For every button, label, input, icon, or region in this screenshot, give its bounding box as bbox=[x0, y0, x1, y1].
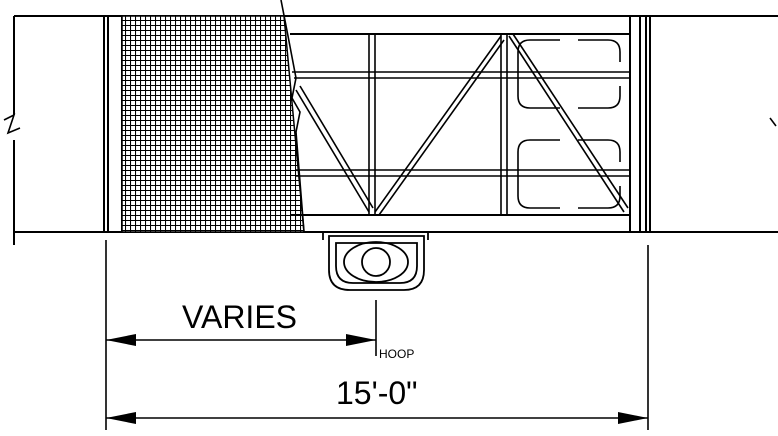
dimension-total bbox=[106, 412, 648, 424]
hoop-label: HOOP bbox=[379, 347, 414, 361]
inset-openings bbox=[517, 39, 621, 209]
edge-mark-right bbox=[769, 117, 777, 127]
hoop-pipe bbox=[322, 232, 429, 291]
varies-label: VARIES bbox=[182, 299, 297, 335]
truss-frame bbox=[290, 16, 651, 232]
grating-hatch bbox=[121, 15, 305, 233]
truss-chords bbox=[292, 71, 630, 177]
extension-lines bbox=[105, 240, 649, 430]
truss-posts bbox=[368, 34, 508, 215]
break-line-left bbox=[3, 113, 21, 135]
truss-diagonals bbox=[295, 33, 629, 216]
dimension-varies bbox=[106, 334, 376, 346]
left-wall bbox=[103, 16, 123, 232]
break-line-grating bbox=[280, 0, 305, 233]
total-dimension-label: 15'-0" bbox=[336, 375, 418, 411]
